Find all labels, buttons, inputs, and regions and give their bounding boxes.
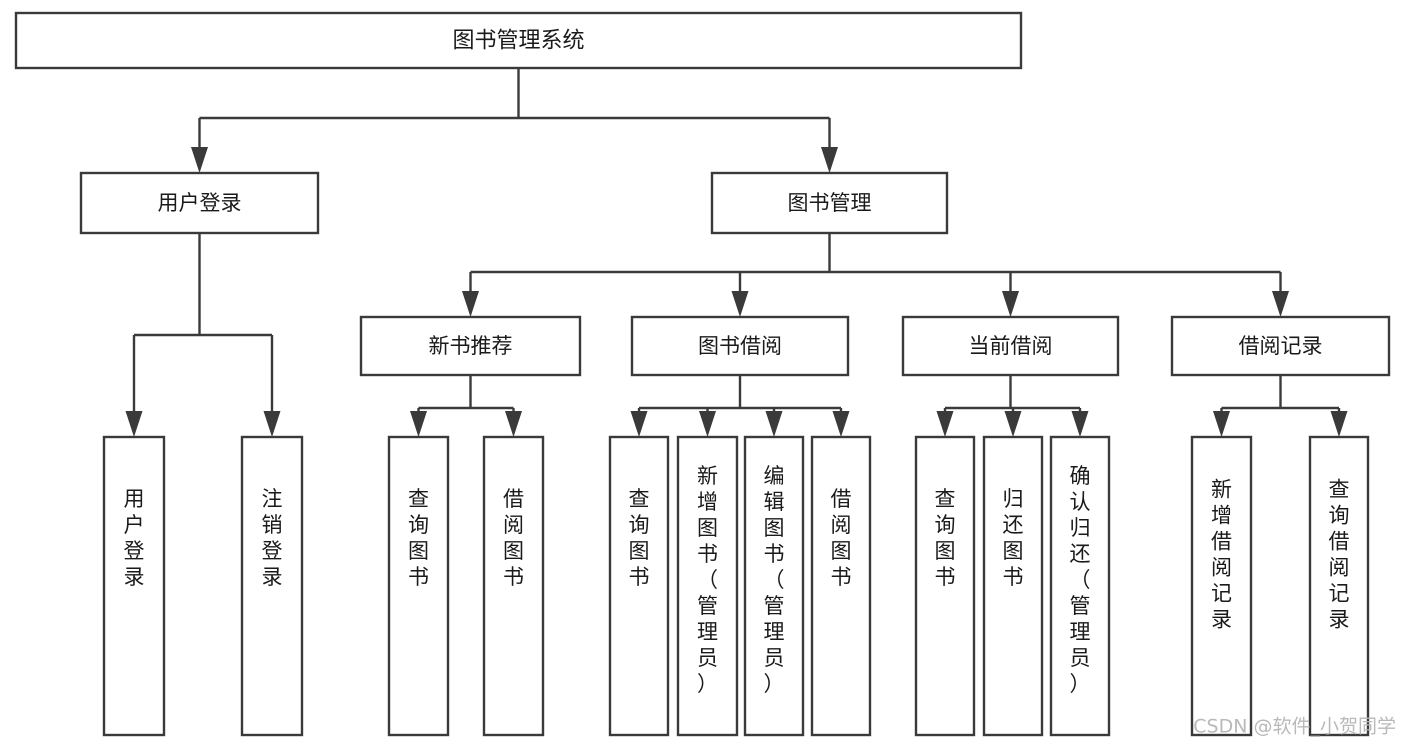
node-label-leaf-query-record: 查询借阅记录: [1329, 478, 1350, 632]
node-leaf-return-book[interactable]: 归还图书: [982, 435, 1044, 737]
node-label-new-book-rec: 新书推荐: [429, 334, 513, 358]
node-label-leaf-add-record: 新增借阅记录: [1211, 478, 1232, 632]
connector-group-borrow-record: [1213, 375, 1348, 437]
node-leaf-query-book-cur[interactable]: 查询图书: [914, 435, 976, 737]
node-root[interactable]: 图书管理系统: [14, 11, 1023, 70]
node-label-leaf-edit-book: 编辑图书（管理员）: [764, 464, 785, 696]
connector-group-book-manage: [462, 233, 1289, 317]
node-label-leaf-user-login: 用户登录: [124, 487, 145, 589]
node-new-book-rec[interactable]: 新书推荐: [359, 315, 582, 377]
node-leaf-borrow-book[interactable]: 借阅图书: [810, 435, 872, 737]
node-leaf-borrow-book-rec[interactable]: 借阅图书: [482, 435, 545, 737]
node-book-borrow[interactable]: 图书借阅: [630, 315, 850, 377]
node-leaf-query-book-borrow[interactable]: 查询图书: [608, 435, 670, 737]
connector-group-root: [191, 68, 838, 173]
node-label-leaf-confirm-return: 确认归还（管理员）: [1070, 464, 1091, 696]
node-box-leaf-query-book-borrow: [608, 435, 670, 737]
watermark-label: CSDN @软件_小贺同学: [1193, 716, 1396, 738]
node-box-user-login: [79, 171, 320, 235]
node-box-leaf-borrow-book: [810, 435, 872, 737]
node-leaf-add-record[interactable]: 新增借阅记录: [1190, 435, 1253, 737]
node-box-current-borrow: [901, 315, 1120, 377]
node-label-current-borrow: 当前借阅: [969, 334, 1053, 358]
node-borrow-record[interactable]: 借阅记录: [1170, 315, 1391, 377]
node-leaf-add-book[interactable]: 新增图书（管理员）: [676, 435, 739, 737]
node-label-root: 图书管理系统: [452, 29, 584, 54]
node-box-book-manage: [710, 171, 949, 235]
node-box-leaf-logout: [240, 435, 304, 737]
node-box-book-borrow: [630, 315, 850, 377]
node-label-leaf-add-book: 新增图书（管理员）: [697, 464, 718, 696]
node-label-leaf-query-book-borrow: 查询图书: [629, 487, 650, 589]
node-leaf-user-login[interactable]: 用户登录: [102, 435, 166, 737]
node-box-leaf-query-book-rec: [387, 435, 450, 737]
node-label-borrow-record: 借阅记录: [1239, 334, 1323, 358]
node-label-leaf-return-book: 归还图书: [1003, 487, 1024, 589]
node-leaf-confirm-return[interactable]: 确认归还（管理员）: [1049, 435, 1111, 737]
node-label-book-borrow: 图书借阅: [698, 334, 782, 358]
node-box-leaf-confirm-return: [1049, 435, 1111, 737]
node-leaf-edit-book[interactable]: 编辑图书（管理员）: [743, 435, 805, 737]
node-book-manage[interactable]: 图书管理: [710, 171, 949, 235]
node-leaf-query-book-rec[interactable]: 查询图书: [387, 435, 450, 737]
node-label-leaf-query-book-rec: 查询图书: [408, 487, 429, 589]
node-box-leaf-user-login: [102, 435, 166, 737]
node-box-borrow-record: [1170, 315, 1391, 377]
node-label-user-login: 用户登录: [158, 191, 242, 215]
node-label-leaf-borrow-book: 借阅图书: [831, 487, 852, 589]
node-box-leaf-borrow-book-rec: [482, 435, 545, 737]
node-leaf-logout[interactable]: 注销登录: [240, 435, 304, 737]
node-label-leaf-query-book-cur: 查询图书: [935, 487, 956, 589]
node-box-leaf-query-book-cur: [914, 435, 976, 737]
node-layer: 图书管理系统用户登录图书管理新书推荐图书借阅当前借阅借阅记录用户登录注销登录查询…: [14, 11, 1391, 737]
connector-group-user-login: [125, 233, 281, 437]
node-user-login[interactable]: 用户登录: [79, 171, 320, 235]
connector-group-new-book-rec: [410, 375, 522, 437]
node-box-leaf-query-record: [1308, 435, 1370, 737]
node-box-new-book-rec: [359, 315, 582, 377]
connector-group-current-borrow: [936, 375, 1089, 437]
connector-layer: [125, 68, 1348, 437]
node-label-leaf-logout: 注销登录: [262, 487, 283, 589]
node-box-leaf-add-book: [676, 435, 739, 737]
connector-group-book-borrow: [630, 375, 850, 437]
node-leaf-query-record[interactable]: 查询借阅记录: [1308, 435, 1370, 737]
node-box-leaf-edit-book: [743, 435, 805, 737]
node-box-leaf-add-record: [1190, 435, 1253, 737]
node-box-root: [14, 11, 1023, 70]
node-label-leaf-borrow-book-rec: 借阅图书: [503, 487, 524, 589]
node-box-leaf-return-book: [982, 435, 1044, 737]
node-label-book-manage: 图书管理: [788, 191, 872, 215]
node-current-borrow[interactable]: 当前借阅: [901, 315, 1120, 377]
